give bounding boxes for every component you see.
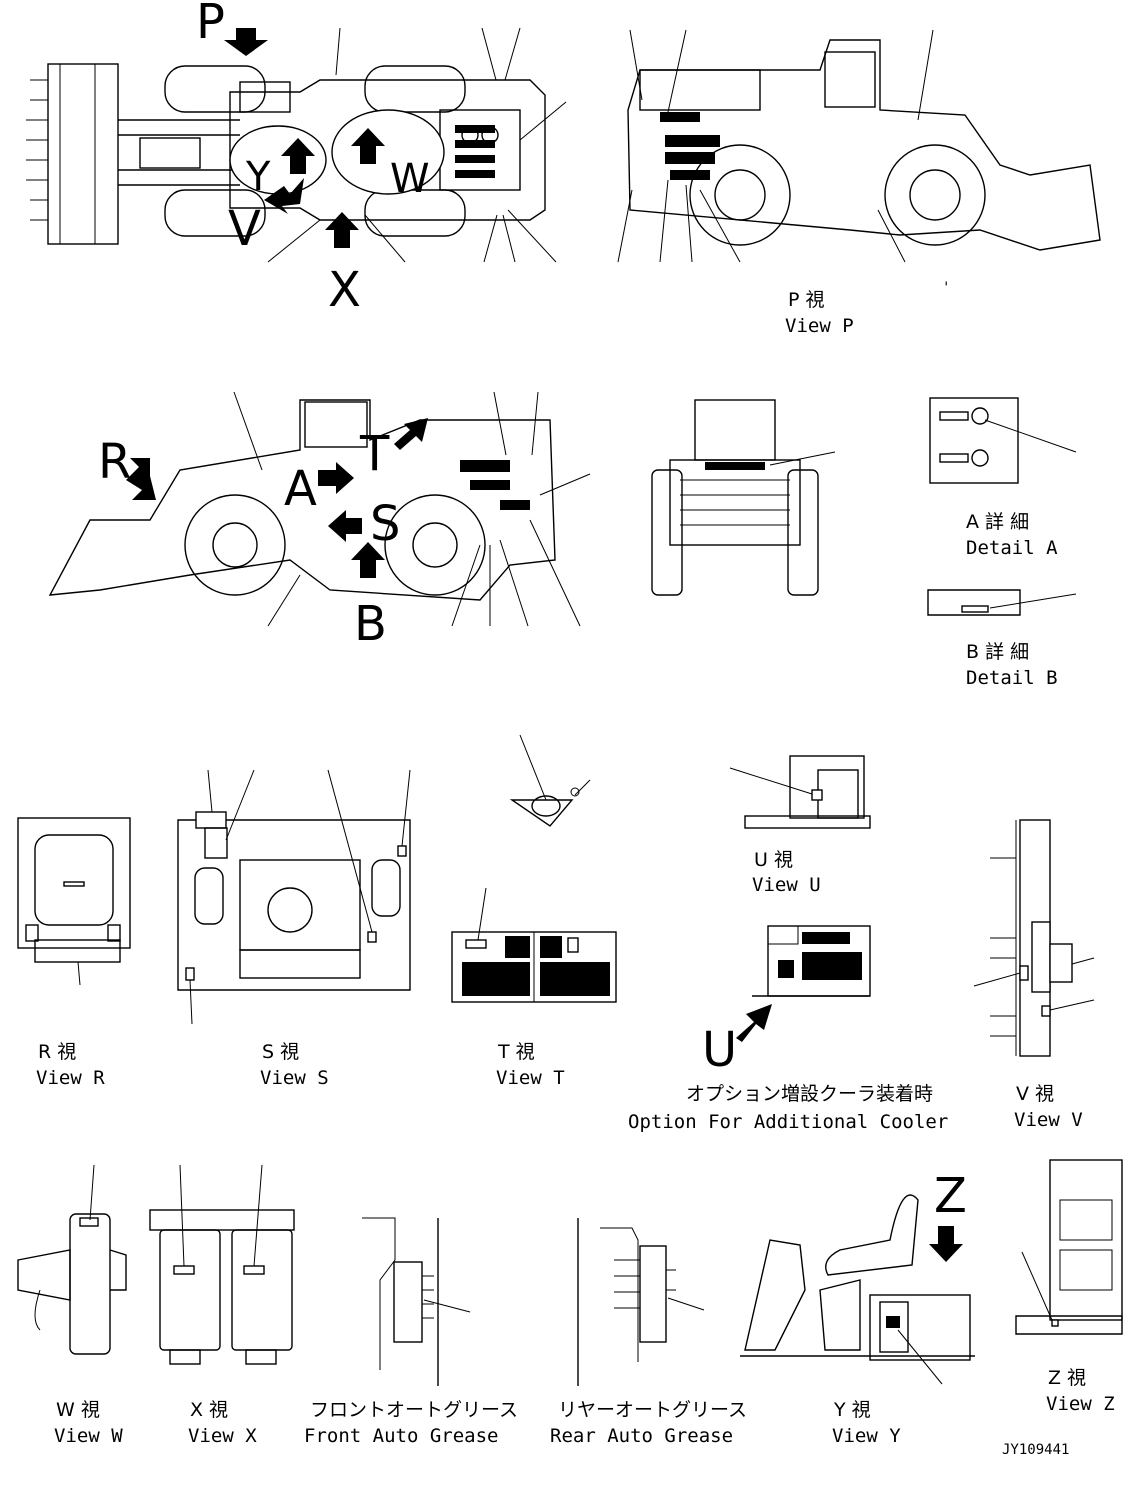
label-w: W (390, 156, 430, 202)
view-v: V 視 View V (973, 819, 1095, 1131)
label-y: Y (245, 154, 271, 200)
side-view-p: ' P 視 View P (617, 29, 1101, 337)
front-view (651, 399, 836, 596)
side-view-left: R A T S B (48, 391, 591, 652)
caption-detail-a-ja: A 詳 細 (966, 511, 1029, 533)
label-p: P (196, 0, 225, 50)
caption-view-s-ja: S 視 (262, 1041, 299, 1063)
option-cooler: U オプション増設クーラ装着時 Option For Additional Co… (628, 925, 948, 1133)
top-view-loader: P Y W V X (26, 0, 567, 318)
caption-rear-grease-en: Rear Auto Grease (550, 1425, 733, 1447)
view-z: Z 視 View Z (1015, 1159, 1123, 1415)
label-v: V (228, 201, 261, 257)
caption-view-v-ja: V 視 (1016, 1083, 1054, 1105)
caption-view-t-ja: T 視 (497, 1041, 535, 1063)
rear-auto-grease: リヤーオートグリース Rear Auto Grease (550, 1218, 747, 1447)
detail-b: B 詳 細 Detail B (927, 589, 1077, 689)
caption-view-v-en: View V (1014, 1109, 1083, 1131)
view-s: S 視 View S (177, 769, 411, 1089)
label-z: Z (934, 1168, 967, 1224)
caption-rear-grease-ja: リヤーオートグリース (558, 1399, 747, 1421)
caption-view-t-en: View T (496, 1067, 565, 1089)
view-x: X 視 View X (149, 1164, 295, 1447)
caption-view-z-ja: Z 視 (1048, 1367, 1086, 1389)
label-x: X (328, 262, 361, 318)
caption-view-u-en: View U (752, 874, 821, 896)
caption-view-x-ja: X 視 (190, 1399, 228, 1421)
caption-view-w-en: View W (54, 1425, 123, 1447)
label-a: A (284, 461, 317, 517)
caption-front-grease-ja: フロントオートグリース (310, 1399, 518, 1421)
label-t: T (359, 426, 390, 482)
caption-view-s-en: View S (260, 1067, 329, 1089)
caption-view-x-en: View X (188, 1425, 257, 1447)
caption-view-r-ja: R 視 (38, 1041, 76, 1063)
caption-view-r-en: View R (36, 1067, 105, 1089)
drawing-number: JY109441 (1002, 1442, 1069, 1458)
caption-view-p-en: View P (785, 315, 854, 337)
caption-detail-b-ja: B 詳 細 (966, 641, 1029, 663)
view-w: W 視 View W (17, 1164, 127, 1447)
label-u: U (702, 1022, 737, 1078)
caption-view-p-ja: P 視 (788, 289, 825, 311)
front-auto-grease: フロントオートグリース Front Auto Grease (304, 1217, 518, 1447)
label-s: S (370, 496, 400, 552)
caption-front-grease-en: Front Auto Grease (304, 1425, 498, 1447)
caption-view-u-ja: U 視 (754, 849, 793, 871)
caption-view-z-en: View Z (1046, 1393, 1115, 1415)
label-b: B (354, 596, 387, 652)
label-r: R (98, 434, 131, 490)
caption-option-cooler-ja: オプション増設クーラ装着時 (686, 1083, 933, 1105)
view-y: Z Y 視 View Y (740, 1168, 975, 1447)
detail-a: A 詳 細 Detail A (929, 397, 1077, 559)
caption-option-cooler-en: Option For Additional Cooler (628, 1111, 948, 1133)
tick-mark: ' (942, 280, 950, 296)
caption-detail-a-en: Detail A (966, 537, 1058, 559)
view-t: T 視 View T (451, 734, 617, 1089)
view-u: U 視 View U (729, 755, 871, 896)
caption-view-y-en: View Y (832, 1425, 901, 1447)
caption-detail-b-en: Detail B (966, 667, 1058, 689)
view-r: R 視 View R (17, 817, 131, 1089)
caption-view-y-ja: Y 視 (833, 1399, 871, 1421)
caption-view-w-ja: W 視 (56, 1399, 100, 1421)
